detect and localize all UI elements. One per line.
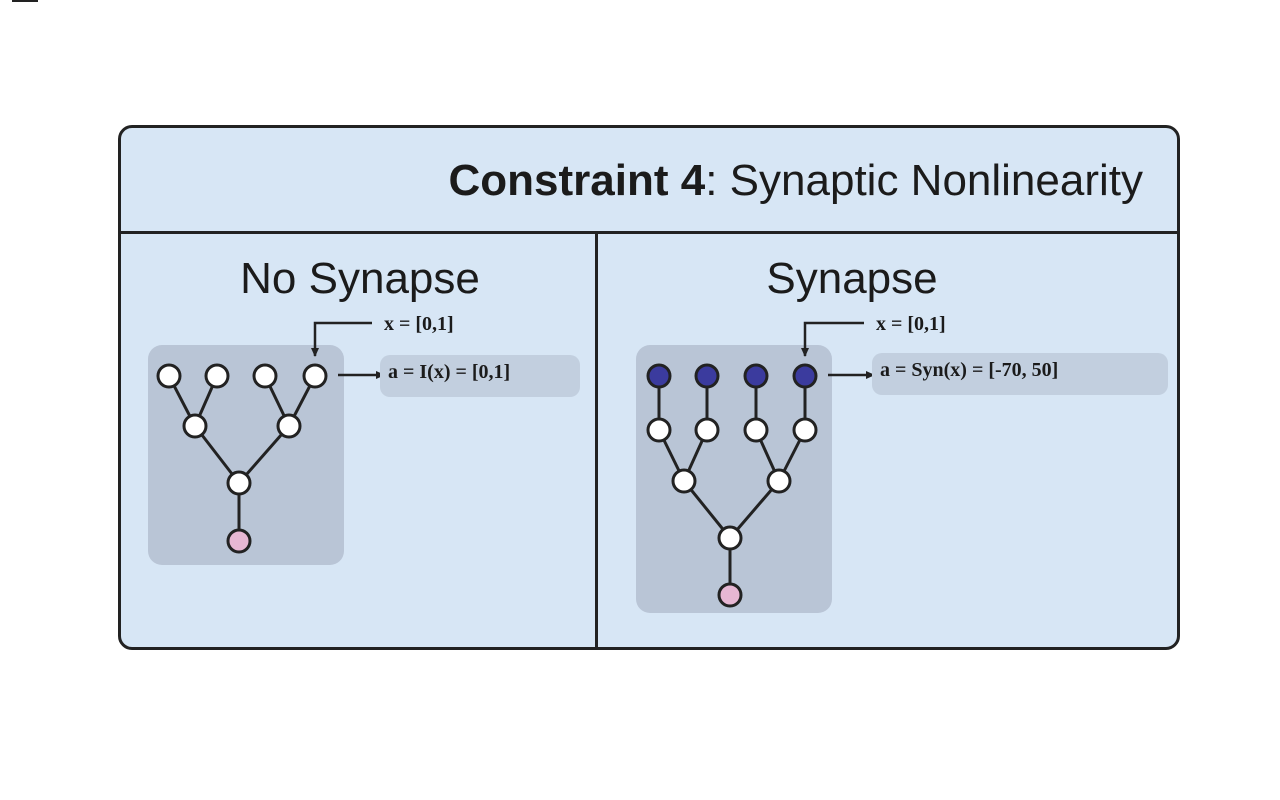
panel-divider [595,234,598,647]
input-node [252,363,278,389]
right-input-label: x = [0,1] [876,313,946,335]
input-node [792,417,818,443]
title-bold: Constraint 4 [448,156,706,205]
no-synapse-heading: No Synapse [240,254,480,303]
no-synapse-tree-box [148,345,344,565]
input-node [156,363,182,389]
input-node [204,363,230,389]
branch-node [182,413,208,439]
branch-node [766,468,792,494]
left-input-label: x = [0,1] [384,313,454,335]
input-node [694,417,720,443]
branch-node [717,525,743,551]
synapse-node [694,363,720,389]
top-edge-mark [12,0,38,2]
left-output-label: a = I(x) = [0,1] [380,355,580,397]
card-title: Constraint 4: Synaptic Nonlinearity [449,156,1143,206]
synapse-node [792,363,818,389]
input-arrow [311,321,372,357]
synapse-tree [636,321,875,613]
input-node [302,363,328,389]
branch-node [276,413,302,439]
branch-node [671,468,697,494]
branch-node [226,470,252,496]
synapse-tree-box [636,345,832,613]
title-rest: : Synaptic Nonlinearity [705,156,1143,205]
synapse-heading: Synapse [766,254,938,303]
no-synapse-tree [148,321,385,565]
soma-node [226,528,252,554]
input-node [743,417,769,443]
synapse-node [646,363,672,389]
card-header: Constraint 4: Synaptic Nonlinearity [121,128,1177,234]
soma-node [717,582,743,608]
input-node [646,417,672,443]
input-arrow [801,321,864,357]
right-output-label: a = Syn(x) = [-70, 50] [872,353,1168,395]
synapse-node [743,363,769,389]
